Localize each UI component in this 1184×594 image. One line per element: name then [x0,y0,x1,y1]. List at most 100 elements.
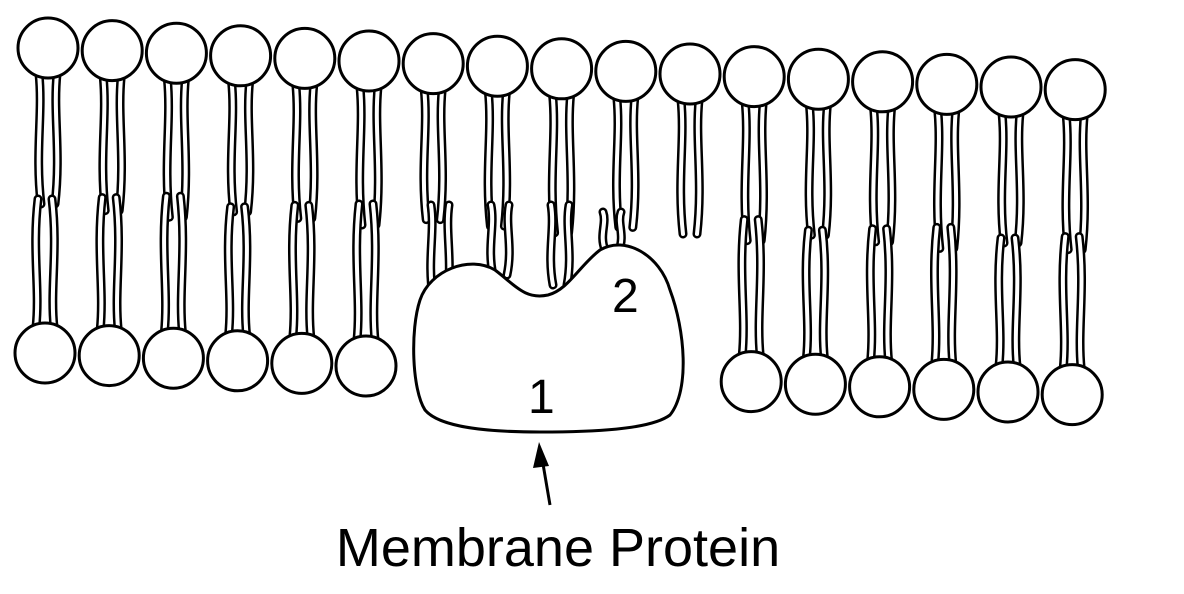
lipid-tail-core [371,202,378,342]
lipid-tail-core [565,203,572,287]
phospholipid [786,47,850,240]
lipid-tail-core [505,203,512,277]
phospholipid [979,55,1043,248]
lipid-tail-core [868,226,875,363]
lipid-tail-core [309,82,317,221]
phospholipid [1040,232,1104,427]
lipid-tail-core [600,210,607,252]
phospholipid-head [80,19,144,83]
phospholipid-head [144,21,208,85]
phospholipid-head [594,39,658,103]
phospholipid-head [401,32,465,96]
lipid-tail-core [438,87,445,222]
lipid-tail-core [804,228,811,361]
lipid-tail-core [242,204,249,337]
lipid-tail-core [548,203,555,287]
phospholipid [334,199,398,398]
lipid-tail-core [823,103,830,238]
phospholipid-partial [546,200,574,290]
lipid-tail-core [226,204,233,337]
lipid-tail-core [488,203,495,277]
lipid-tail-core [97,195,105,332]
phospholipid [13,194,77,385]
phospholipid-head [851,50,915,114]
phospholipid [976,233,1040,424]
lower-leaflet [13,191,1104,427]
lipid-tail-core [884,226,891,363]
lipid-tail-core [820,228,827,361]
phospholipid-head [658,42,722,106]
phospholipid-head [719,350,783,414]
lipid-tail-core [678,98,685,236]
lipid-tail-core [114,195,121,332]
lipid-tail-core [999,111,1006,245]
phospholipid [658,42,722,239]
lipid-tail-core [421,87,429,222]
phospholipid [206,202,270,393]
lipid-tail-core [229,79,236,214]
phospholipid [209,24,273,217]
phospholipid [722,45,786,246]
lipid-tail-core [695,98,702,236]
lipid-tail-core [1013,236,1020,368]
lipid-tail-core [293,82,300,221]
phospholipid-head [13,321,77,385]
phospholipid [273,26,337,223]
phospholipid [530,37,594,238]
phospholipid-head [722,45,786,109]
lipid-tail-core [739,217,747,358]
phospholipid-head [848,355,912,419]
lipid-tail-core [245,79,252,214]
phospholipid [401,32,465,225]
lipid-tail-core [100,74,108,213]
phospholipid-head [1043,58,1107,122]
lipid-tail-core [36,72,43,206]
lipid-tail-core [162,194,169,335]
phospholipid-head [273,26,337,90]
lipid-tail-core [1077,234,1084,371]
phospholipid [16,16,80,209]
lipid-tail-core [33,197,40,329]
lipid-tail-core [1060,234,1068,371]
lipid-tail-core [614,95,621,230]
phospholipid [594,39,658,232]
phospholipid [80,19,144,216]
phospholipid-head [912,357,976,421]
membrane-protein-shape [412,243,685,434]
phospholipid-head [77,324,141,388]
phospholipid-head [976,360,1040,424]
lipid-tail-core [887,105,894,244]
phospholipid [719,215,783,414]
phospholipid-head [337,29,401,93]
phospholipid [465,34,529,231]
lipid-tail-core [996,236,1003,368]
phospholipid [337,29,401,230]
pointer-arrow [533,442,552,506]
lipid-tail-core [178,194,185,335]
phospholipid [141,191,205,390]
lipid-tail-core [117,74,124,213]
membrane-protein-caption: Membrane Protein [335,518,781,578]
lipid-tail-core [932,225,939,366]
phospholipid [77,193,141,388]
lipid-tail-core [756,217,763,358]
lipid-tail-core [306,203,314,340]
phospholipid-head [783,352,847,416]
lipid-tail-core [1080,113,1087,252]
lipid-tail-core [1016,111,1023,245]
phospholipid [848,224,912,419]
phospholipid [270,200,334,395]
region-label-1: 1 [528,371,555,424]
phospholipid-partial [486,200,514,280]
lipid-tail-core [807,103,814,238]
phospholipid-head [530,37,594,101]
lipid-tail-core [871,105,878,244]
lipid-tail-core [53,72,60,206]
lipid-tail-core [1063,113,1071,252]
membrane-protein: 1 2 [412,243,685,434]
phospholipid-head [915,52,979,116]
lipid-tail-core [630,95,638,230]
lipid-tail-core [50,197,57,329]
phospholipid [915,52,979,253]
